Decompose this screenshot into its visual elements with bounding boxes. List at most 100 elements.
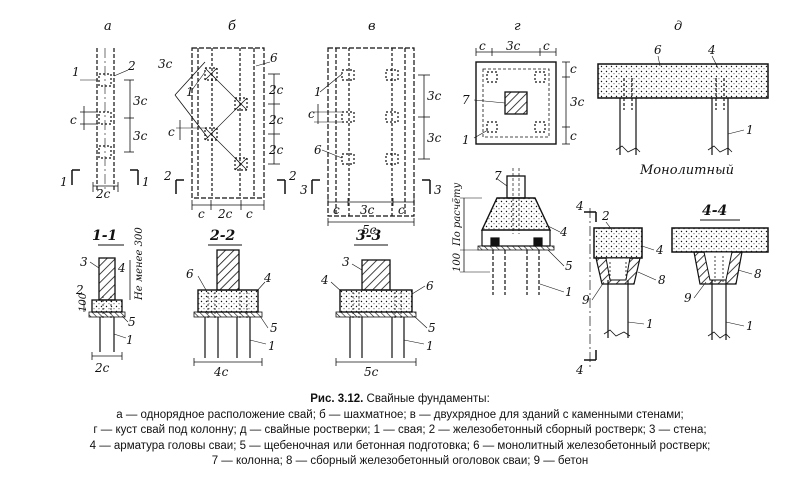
callout-4: 4: [707, 43, 716, 57]
dim-2c: 2с: [217, 207, 233, 221]
caption-title-line: Рис. 3.12. Свайные фундаменты:: [0, 392, 800, 408]
dim-3c: 3с: [570, 95, 585, 109]
panel-label-v: в: [368, 19, 376, 34]
panel-b-plan: [174, 47, 286, 210]
dim-c: с: [570, 62, 577, 76]
panel-label-d: д: [674, 19, 682, 34]
dim-3c: 3с: [360, 203, 375, 217]
cut-marker-4: 4: [575, 363, 584, 377]
dim-c: с: [479, 39, 486, 53]
dim-c: с: [543, 39, 550, 53]
callout-1: 1: [565, 285, 573, 299]
dim-5c: 5с: [362, 223, 377, 237]
cut-marker-1: 1: [142, 175, 150, 189]
dim-not-less-than-300: Не менее 300: [134, 227, 145, 301]
callout-1: 1: [268, 339, 276, 353]
callout-5: 5: [428, 321, 436, 335]
callout-2: 2: [601, 209, 610, 223]
dim-3c: 3с: [133, 94, 148, 108]
callout-4: 4: [559, 225, 568, 239]
dim-c: с: [333, 203, 340, 217]
dim-c: с: [570, 129, 577, 143]
dim-c: с: [308, 107, 315, 121]
callout-4: 4: [263, 271, 272, 285]
callout-1: 1: [746, 123, 754, 137]
section-3-3: [330, 244, 428, 366]
callout-1: 1: [646, 317, 654, 331]
section-1-1: [83, 244, 131, 360]
cut-marker-3: 3: [434, 183, 442, 197]
callout-6: 6: [654, 43, 662, 57]
dim-100: 100: [452, 252, 463, 272]
callout-5: 5: [270, 321, 278, 335]
cut-marker-1: 1: [60, 175, 68, 189]
callout-5: 5: [128, 315, 136, 329]
dim-by-calculation: По расчёту: [452, 182, 463, 247]
panel-v-plan: [311, 47, 431, 226]
dim-2c: 2с: [268, 113, 284, 127]
dim-c: с: [246, 207, 253, 221]
dim-3c: 3с: [133, 129, 148, 143]
monolithic-label: Монолитный: [639, 163, 734, 178]
dim-c: с: [70, 113, 77, 127]
callout-1: 1: [126, 333, 134, 347]
dim-4c: 4с: [213, 365, 229, 379]
callout-3: 3: [342, 255, 350, 269]
panel-label-g: г: [514, 19, 521, 34]
callout-9: 9: [684, 291, 692, 305]
dim-100: 100: [78, 292, 89, 312]
cut-marker-2: 2: [163, 169, 172, 183]
dim-3c: 3с: [506, 39, 521, 53]
callout-6: 6: [426, 279, 434, 293]
callout-6: 6: [186, 267, 194, 281]
panel-label-b: б: [228, 19, 236, 34]
callout-9: 9: [582, 293, 590, 307]
dim-5c: 5с: [364, 365, 379, 379]
section-label-3-3: 3-3: [356, 228, 382, 244]
dim-3c: 3с: [427, 131, 442, 145]
callout-6: 6: [314, 143, 322, 157]
callout-7: 7: [494, 169, 502, 183]
figure-caption: Рис. 3.12. Свайные фундаменты: а — однор…: [0, 392, 800, 470]
section-2-2: [193, 244, 269, 366]
callout-6: 6: [270, 51, 278, 65]
caption-line-1: а — однорядное расположение свай; б — ша…: [116, 408, 684, 421]
caption-title-rest: Свайные фундаменты:: [366, 393, 490, 405]
dim-c: с: [398, 203, 405, 217]
section-label-4-4: 4-4: [702, 203, 727, 219]
dim-2c: 2с: [95, 187, 111, 201]
dim-2c: 2с: [94, 361, 110, 375]
callout-7: 7: [462, 93, 470, 107]
dim-c: с: [168, 125, 175, 139]
callout-1: 1: [314, 85, 322, 99]
dim-3c: 3с: [158, 57, 173, 71]
callout-5: 5: [565, 259, 573, 273]
precast-grillage-elevation: [584, 208, 657, 370]
section-label-1-1: 1-1: [92, 228, 117, 244]
dim-3c: 3с: [427, 89, 442, 103]
section-4-4: [671, 219, 769, 340]
callout-8: 8: [658, 273, 666, 287]
cut-marker-4: 4: [575, 199, 584, 213]
dim-2c: 2с: [268, 143, 284, 157]
callout-2: 2: [127, 59, 136, 73]
column-pile-cap-elevation: [460, 168, 565, 295]
callout-1: 1: [462, 133, 470, 147]
caption-line-4: 7 — колонна; 8 — сборный железобетонный …: [211, 455, 589, 467]
callout-2: 2: [75, 283, 84, 297]
panel-g-plan: [473, 48, 570, 145]
cut-marker-3: 3: [300, 183, 308, 197]
callout-8: 8: [754, 267, 762, 281]
callout-4: 4: [320, 273, 329, 287]
callout-4: 4: [655, 243, 664, 257]
callout-1: 1: [426, 339, 434, 353]
dim-c: с: [198, 207, 205, 221]
caption-title: Рис. 3.12.: [310, 393, 364, 405]
callout-3: 3: [80, 255, 88, 269]
panel-a-plan: [71, 48, 139, 192]
section-label-2-2: 2-2: [209, 228, 236, 244]
panel-label-a: а: [104, 19, 112, 34]
caption-line-3: 4 — арматура головы сваи; 5 — щебеночная…: [89, 439, 711, 452]
drawing-canvas: а б в г д 1-1 2-2 3-3 4-4 1 2 с 3с 3с 2с…: [60, 19, 769, 379]
